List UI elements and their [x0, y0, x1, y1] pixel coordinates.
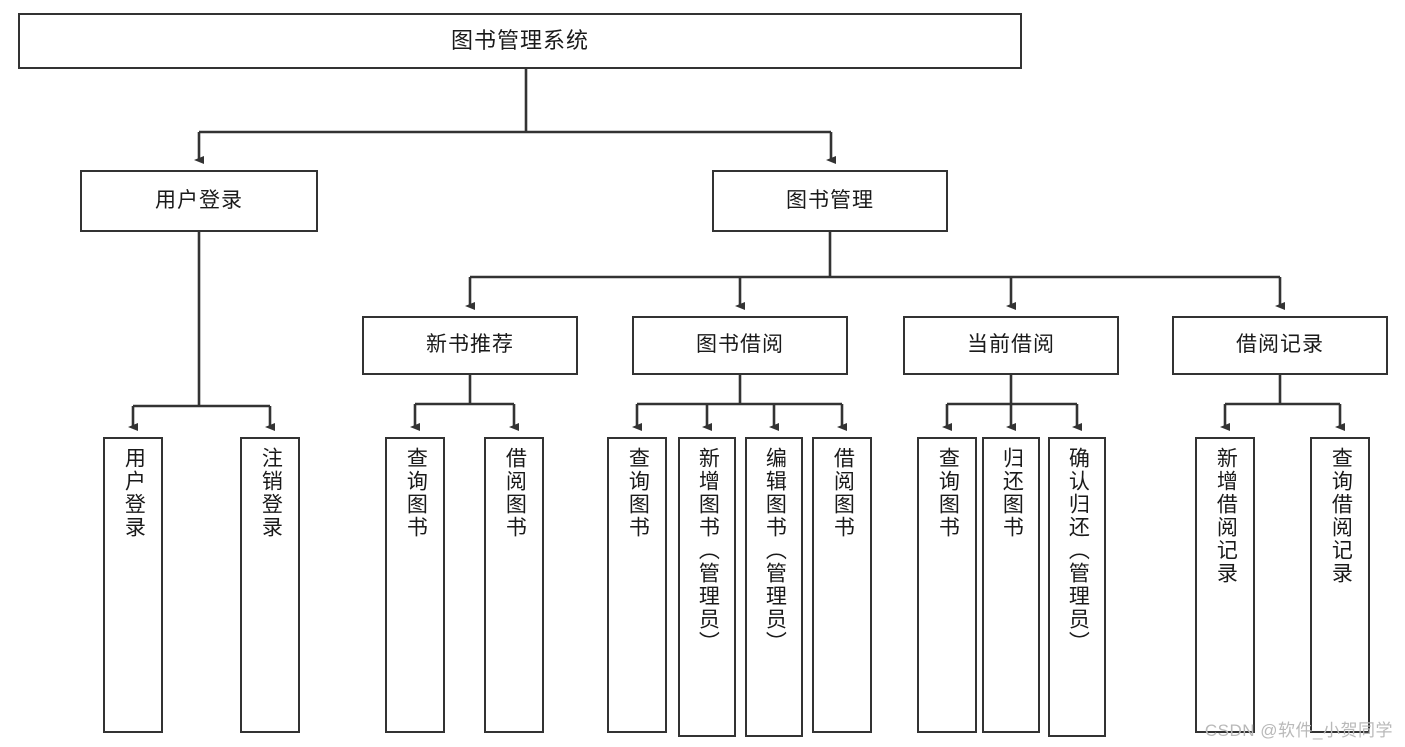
node-borrow-record[interactable]: 借阅记录	[1172, 316, 1388, 375]
node-book-borrow[interactable]: 图书借阅	[632, 316, 848, 375]
node-leaf-query-borrow-record[interactable]: 查询借阅记录	[1310, 437, 1370, 733]
node-leaf-confirm-return-admin[interactable]: 确认归还（管理员）	[1048, 437, 1106, 737]
node-leaf-query-borrow-record-label: 查询借阅记录	[1329, 447, 1353, 585]
node-book-management[interactable]: 图书管理	[712, 170, 948, 232]
node-new-book-recommend[interactable]: 新书推荐	[362, 316, 578, 375]
node-leaf-logout-login-label: 注销登录	[259, 447, 283, 539]
node-leaf-user-login-label: 用户登录	[122, 447, 146, 539]
node-leaf-add-book-admin[interactable]: 新增图书（管理员）	[678, 437, 736, 737]
node-user-login-label: 用户登录	[155, 188, 243, 212]
node-book-borrow-label: 图书借阅	[696, 333, 784, 357]
node-leaf-user-login[interactable]: 用户登录	[103, 437, 163, 733]
node-leaf-confirm-return-admin-label: 确认归还（管理员）	[1066, 447, 1090, 654]
node-leaf-query-book-2[interactable]: 查询图书	[607, 437, 667, 733]
node-book-management-label: 图书管理	[786, 188, 874, 212]
node-leaf-add-borrow-record[interactable]: 新增借阅记录	[1195, 437, 1255, 733]
node-root[interactable]: 图书管理系统	[18, 13, 1022, 69]
node-root-label: 图书管理系统	[450, 28, 589, 54]
node-leaf-query-book-3[interactable]: 查询图书	[917, 437, 977, 733]
node-leaf-edit-book-admin-label: 编辑图书（管理员）	[763, 447, 787, 654]
node-leaf-add-borrow-record-label: 新增借阅记录	[1214, 447, 1238, 585]
node-user-login[interactable]: 用户登录	[80, 170, 318, 232]
node-leaf-query-book-3-label: 查询图书	[936, 447, 960, 539]
node-leaf-return-book[interactable]: 归还图书	[982, 437, 1040, 733]
node-leaf-borrow-book-2[interactable]: 借阅图书	[812, 437, 872, 733]
node-leaf-edit-book-admin[interactable]: 编辑图书（管理员）	[745, 437, 803, 737]
node-leaf-return-book-label: 归还图书	[1000, 447, 1024, 539]
node-leaf-add-book-admin-label: 新增图书（管理员）	[696, 447, 720, 654]
node-leaf-borrow-book-1-label: 借阅图书	[503, 447, 527, 539]
node-leaf-query-book-1-label: 查询图书	[404, 447, 428, 539]
node-leaf-query-book-2-label: 查询图书	[626, 447, 650, 539]
node-borrow-record-label: 借阅记录	[1236, 333, 1324, 357]
node-leaf-logout-login[interactable]: 注销登录	[240, 437, 300, 733]
watermark: CSDN @软件_小贺同学	[1204, 721, 1393, 740]
node-current-borrow[interactable]: 当前借阅	[903, 316, 1119, 375]
node-leaf-query-book-1[interactable]: 查询图书	[385, 437, 445, 733]
node-leaf-borrow-book-2-label: 借阅图书	[831, 447, 855, 539]
node-leaf-borrow-book-1[interactable]: 借阅图书	[484, 437, 544, 733]
node-current-borrow-label: 当前借阅	[967, 333, 1055, 357]
node-new-book-recommend-label: 新书推荐	[426, 333, 514, 357]
